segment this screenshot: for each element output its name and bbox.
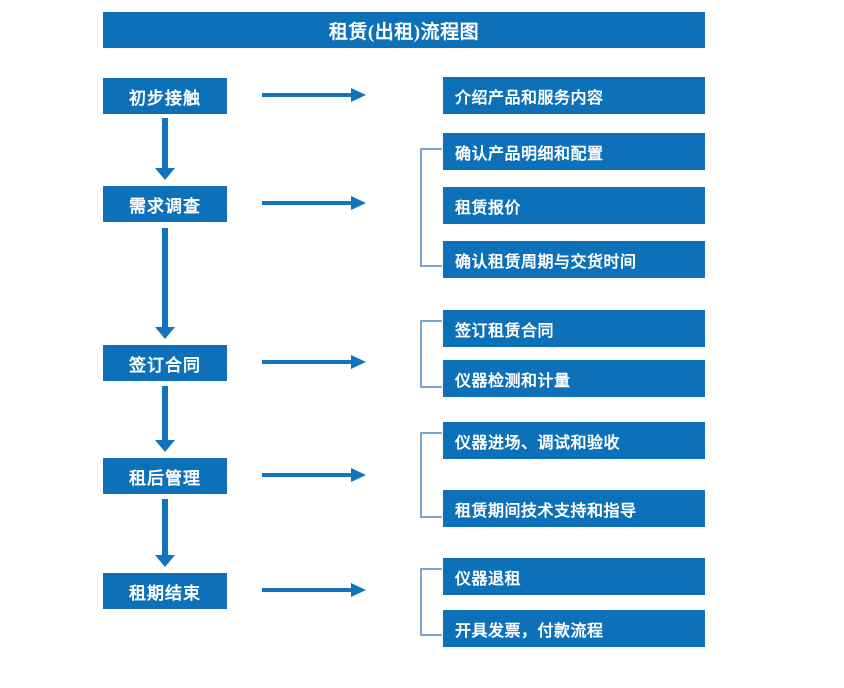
arrow-head bbox=[155, 555, 175, 567]
arrow-head bbox=[155, 168, 175, 180]
arrow-right-stage-1 bbox=[262, 88, 366, 102]
group-bracket-needs-survey bbox=[420, 148, 442, 267]
stage-box-post-rental-management[interactable]: 租后管理 bbox=[103, 458, 227, 494]
detail-box-sign-rental-contract[interactable]: 签订租赁合同 bbox=[443, 310, 705, 347]
arrow-right-stage-2 bbox=[262, 196, 366, 210]
detail-box-instrument-install-acceptance[interactable]: 仪器进场、调试和验收 bbox=[443, 422, 705, 459]
arrow-shaft bbox=[262, 201, 352, 205]
arrow-head bbox=[351, 88, 366, 102]
detail-box-invoice-payment[interactable]: 开具发票，付款流程 bbox=[443, 610, 705, 647]
arrow-shaft bbox=[262, 360, 352, 364]
group-bracket-rental-end bbox=[420, 568, 442, 636]
arrow-head bbox=[351, 355, 366, 369]
stage-box-sign-contract[interactable]: 签订合同 bbox=[103, 345, 227, 381]
arrow-right-stage-4 bbox=[262, 468, 366, 482]
detail-box-confirm-period-delivery[interactable]: 确认租赁周期与交货时间 bbox=[443, 241, 705, 278]
detail-box-confirm-product-spec[interactable]: 确认产品明细和配置 bbox=[443, 133, 705, 170]
group-bracket-sign-contract bbox=[420, 320, 442, 388]
arrow-shaft bbox=[262, 473, 352, 477]
arrow-shaft bbox=[162, 386, 168, 440]
arrow-shaft bbox=[262, 93, 352, 97]
arrow-shaft bbox=[162, 499, 168, 555]
arrow-shaft bbox=[162, 118, 168, 168]
arrow-right-stage-3 bbox=[262, 355, 366, 369]
detail-box-instrument-return[interactable]: 仪器退租 bbox=[443, 558, 705, 595]
detail-box-rental-quote[interactable]: 租赁报价 bbox=[443, 187, 705, 224]
arrow-head bbox=[155, 327, 175, 339]
arrow-down-stage-4-to-5 bbox=[155, 499, 175, 567]
detail-box-introduce-products[interactable]: 介绍产品和服务内容 bbox=[443, 77, 705, 114]
flowchart-title: 租赁(出租)流程图 bbox=[103, 12, 705, 48]
detail-box-instrument-inspection[interactable]: 仪器检测和计量 bbox=[443, 360, 705, 397]
arrow-head bbox=[155, 440, 175, 452]
arrow-down-stage-3-to-4 bbox=[155, 386, 175, 452]
detail-box-technical-support[interactable]: 租赁期间技术支持和指导 bbox=[443, 490, 705, 527]
stage-box-rental-end[interactable]: 租期结束 bbox=[103, 573, 227, 609]
arrow-down-stage-2-to-3 bbox=[155, 228, 175, 339]
arrow-head bbox=[351, 468, 366, 482]
arrow-shaft bbox=[262, 588, 352, 592]
arrow-shaft bbox=[162, 228, 168, 327]
arrow-head bbox=[351, 196, 366, 210]
arrow-down-stage-1-to-2 bbox=[155, 118, 175, 180]
arrow-head bbox=[351, 583, 366, 597]
stage-box-initial-contact[interactable]: 初步接触 bbox=[103, 78, 227, 114]
group-bracket-post-rental bbox=[420, 432, 442, 518]
arrow-right-stage-5 bbox=[262, 583, 366, 597]
stage-box-needs-survey[interactable]: 需求调查 bbox=[103, 186, 227, 222]
